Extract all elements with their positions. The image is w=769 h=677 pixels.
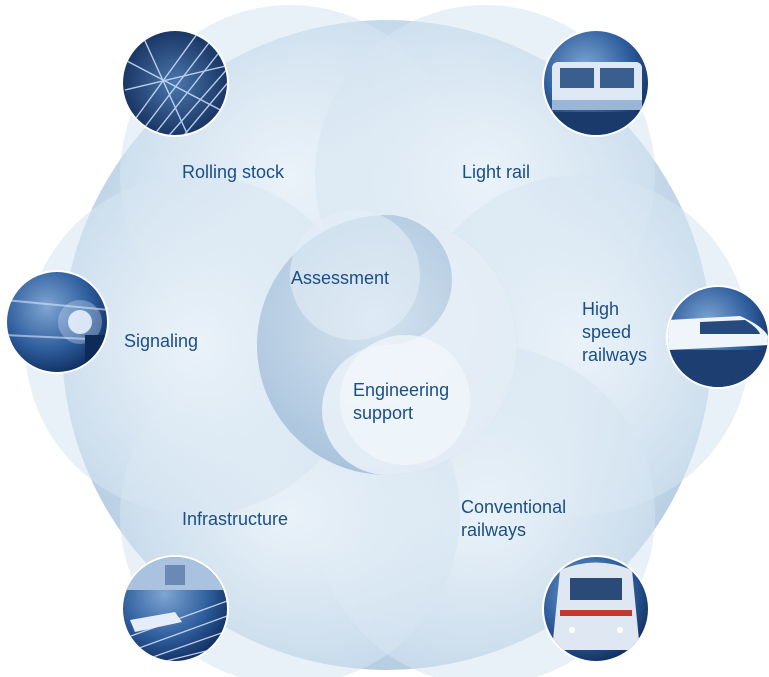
photo-signaling <box>5 270 109 374</box>
label-signaling: Signaling <box>124 331 199 351</box>
label-conventional-line-1: Conventional <box>461 497 567 517</box>
label-high-speed-line-1: High <box>582 299 620 319</box>
label-engineering-line-1: Engineering <box>353 380 450 400</box>
label-conventional: Conventional railways <box>461 496 591 542</box>
label-high-speed-line-3: railways <box>582 345 648 365</box>
label-engineering-support: Engineering support <box>353 379 463 425</box>
photo-light-rail <box>542 29 650 137</box>
label-conventional-line-2: railways <box>461 520 527 540</box>
label-infrastructure: Infrastructure <box>182 509 289 529</box>
photo-high-speed <box>666 285 769 389</box>
label-high-speed-line-2: speed <box>582 322 632 342</box>
photo-conventional <box>542 555 650 663</box>
label-rolling-stock: Rolling stock <box>182 162 285 182</box>
label-high-speed: High speed railways <box>582 298 672 367</box>
center-lower-bubble <box>340 335 470 465</box>
photo-infrastructure <box>121 555 229 663</box>
center-upper-bubble <box>290 210 420 340</box>
label-light-rail: Light rail <box>462 162 531 182</box>
petal-signaling <box>25 175 365 515</box>
label-engineering-line-2: support <box>353 403 414 423</box>
label-assessment: Assessment <box>291 268 390 288</box>
photo-rolling-stock <box>121 29 229 137</box>
